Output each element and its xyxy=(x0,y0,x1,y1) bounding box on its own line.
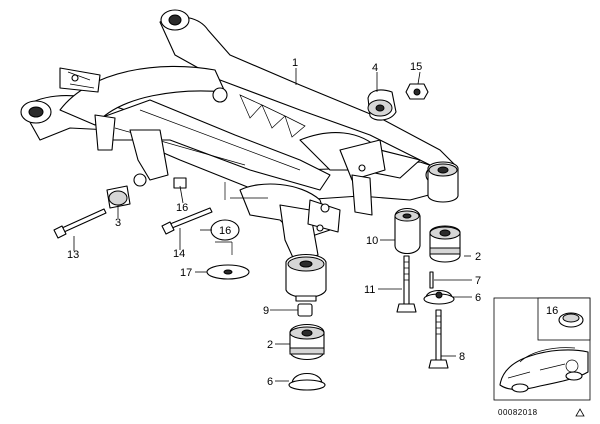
part-4-bushing xyxy=(367,89,397,121)
callout-2-lower: 2 xyxy=(267,339,273,351)
car-icon xyxy=(499,347,589,393)
callout-2-right: 2 xyxy=(475,251,481,263)
callout-14: 15 xyxy=(410,61,422,73)
callout-9: 9 xyxy=(263,305,269,317)
callout-11: 11 xyxy=(364,284,375,296)
callout-6-right: 6 xyxy=(475,292,481,304)
callout-1: 1 xyxy=(292,57,298,69)
part-13-bolt xyxy=(161,207,213,235)
callout-3: 3 xyxy=(115,217,121,229)
rear-axle-carrier xyxy=(20,9,456,263)
part-2-bushing-lower xyxy=(289,323,325,361)
leader-lines xyxy=(73,68,472,382)
part-7-pin xyxy=(429,271,434,289)
part-17-washer xyxy=(206,264,250,280)
inset-label-16: 16 xyxy=(546,305,558,317)
callout-6-lower: 6 xyxy=(267,376,273,388)
callout-16-main: 16 xyxy=(219,225,231,237)
callouts: 1 4 15 3 16 13 14 16 17 9 2 6 10 11 2 7 … xyxy=(67,57,481,388)
part-6-cap-lower xyxy=(288,372,326,391)
callout-4: 4 xyxy=(372,62,378,74)
callout-17: 17 xyxy=(180,267,192,279)
part-12-bolt xyxy=(53,208,107,239)
triangle-icon xyxy=(575,408,585,417)
part-2-bushing-right xyxy=(429,225,461,263)
callout-13: 14 xyxy=(173,248,185,260)
callout-10: 10 xyxy=(366,235,378,247)
part-3-bushing xyxy=(106,185,131,209)
part-6-cap-right xyxy=(423,289,455,305)
callout-7: 7 xyxy=(475,275,481,287)
callout-8: 8 xyxy=(459,351,465,363)
part-9-sleeve xyxy=(297,303,313,317)
inset-box: 16 xyxy=(493,297,591,401)
rear-mount-bushing xyxy=(427,161,459,203)
part-8-bolt xyxy=(428,309,449,369)
part-14-nut xyxy=(405,83,429,100)
front-mount-bushing xyxy=(285,253,327,302)
drawing-number: 00082018 xyxy=(498,408,538,417)
part-11-bolt xyxy=(396,255,417,313)
inset-cap-part xyxy=(558,312,584,328)
part-10-spacer xyxy=(394,207,421,255)
callout-12: 13 xyxy=(67,249,79,261)
callout-15: 16 xyxy=(176,202,188,214)
